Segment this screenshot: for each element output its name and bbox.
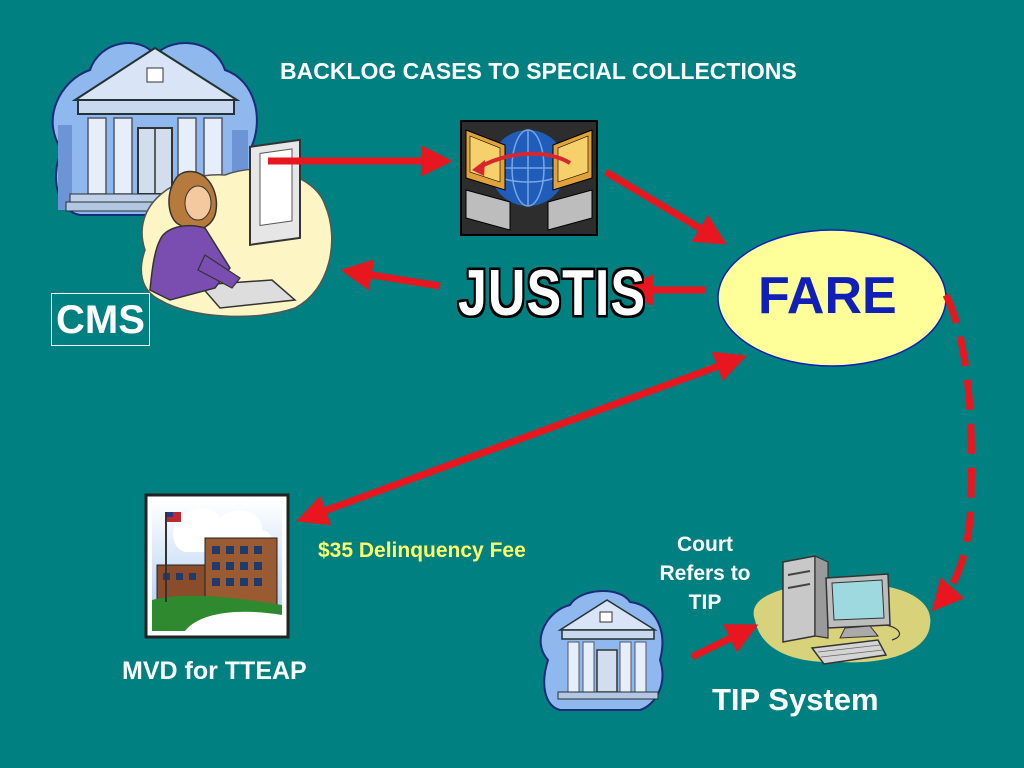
fee-label: $35 Delinquency Fee xyxy=(318,539,526,562)
courthouse-small-icon xyxy=(539,590,664,711)
tip-system-label: TIP System xyxy=(712,682,879,717)
justis-label: JUSTIS xyxy=(458,257,647,330)
arrow-justis-to-cms xyxy=(340,259,441,291)
arrows xyxy=(268,145,976,661)
cms-label: CMS xyxy=(51,293,150,346)
arrow-court-to-tip xyxy=(690,624,759,661)
arrow-fare-to-tip-dashed xyxy=(931,293,976,612)
slide-title: BACKLOG CASES TO SPECIAL COLLECTIONS xyxy=(280,58,797,84)
court-refers-label: Court Refers to TIP xyxy=(659,533,751,614)
mvd-building-icon xyxy=(144,493,290,639)
arrow-fare-mvd-bidirectional xyxy=(296,351,747,526)
arrow-justis-to-fare xyxy=(604,168,727,245)
desktop-computer-icon xyxy=(753,555,931,665)
operator-at-computer-icon xyxy=(140,138,333,318)
mvd-label: MVD for TTEAP xyxy=(122,657,307,685)
fare-label: FARE xyxy=(758,267,897,325)
network-computers-icon xyxy=(460,120,598,236)
